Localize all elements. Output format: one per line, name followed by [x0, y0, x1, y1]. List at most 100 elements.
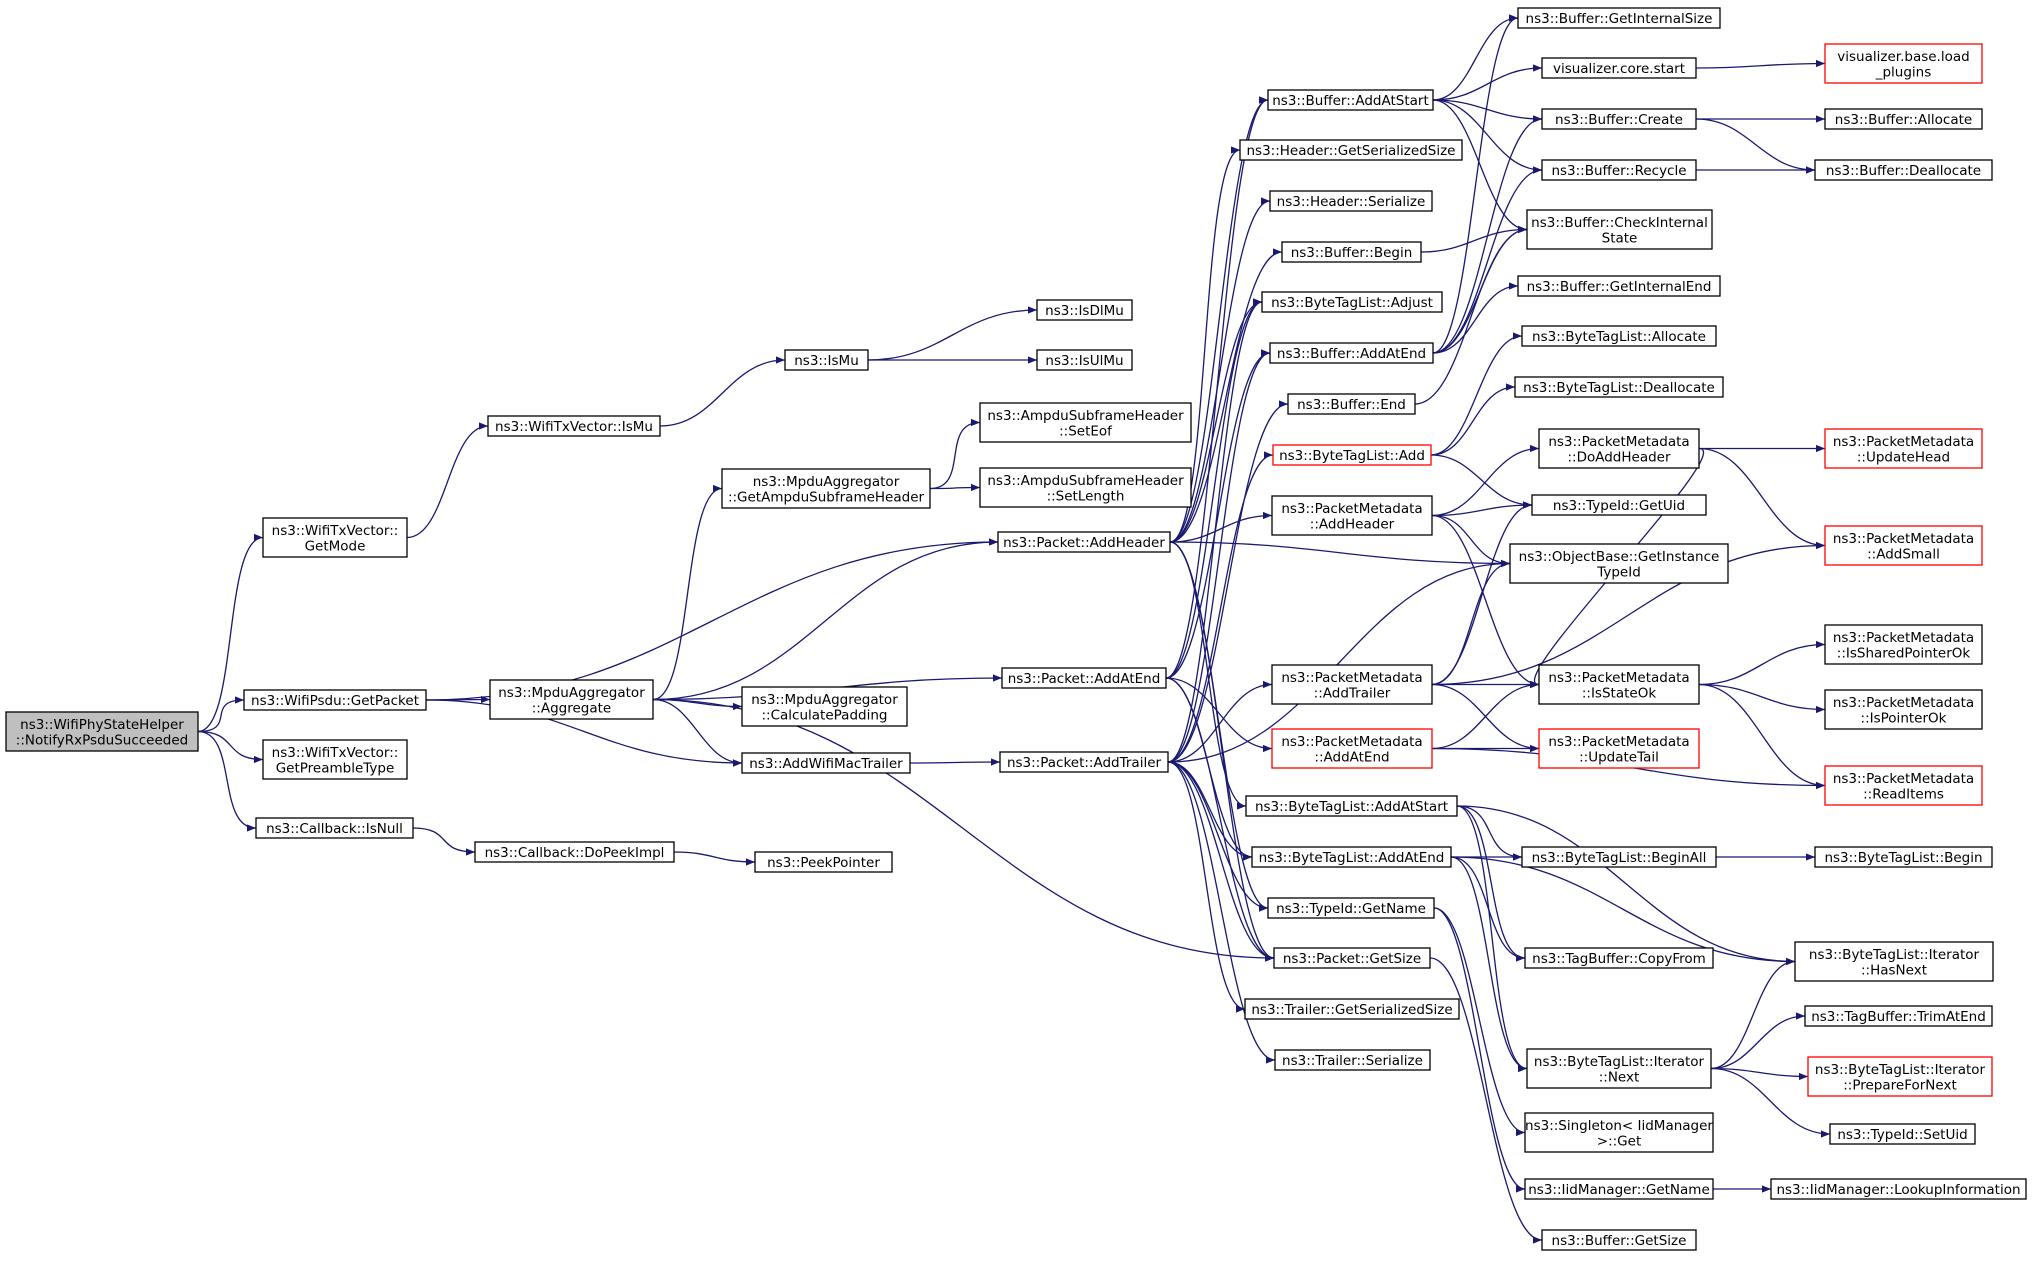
node-pm-add-small[interactable]: ns3::PacketMetadata::AddSmall [1824, 525, 1983, 566]
node-singleton-get[interactable]: ns3::Singleton< IidManager>::Get [1524, 1112, 1714, 1153]
node-label: ns3::ByteTagList::Begin [1824, 850, 1982, 866]
edge-pktAddTrailer-to-pktGetSize [1167, 761, 1275, 962]
node-hdr-ser-size[interactable]: ns3::Header::GetSerializedSize [1239, 139, 1463, 161]
node-buf-add-at-end[interactable]: ns3::Buffer::AddAtEnd [1269, 342, 1434, 364]
node-pm-add-at-end[interactable]: ns3::PacketMetadata::AddAtEnd [1271, 728, 1433, 769]
node-buf-get-size[interactable]: ns3::Buffer::GetSize [1541, 1229, 1697, 1251]
node-viz-start[interactable]: visualizer.core.start [1541, 57, 1697, 79]
edge-aggregate-to-pktAddHeader [652, 538, 999, 701]
node-viz-load[interactable]: visualizer.base.load_plugins [1824, 43, 1983, 84]
node-aggregate[interactable]: ns3::MpduAggregator::Aggregate [489, 679, 654, 720]
node-buf-allocate[interactable]: ns3::Buffer::Allocate [1824, 108, 1983, 130]
node-buf-create[interactable]: ns3::Buffer::Create [1541, 108, 1697, 130]
node-tid-get-uid[interactable]: ns3::TypeId::GetUid [1531, 494, 1707, 516]
node-pm-add-trailer[interactable]: ns3::PacketMetadata::AddTrailer [1271, 664, 1433, 705]
node-cb-peek[interactable]: ns3::Callback::DoPeekImpl [474, 841, 675, 863]
node-get-ampdu-hdr[interactable]: ns3::MpduAggregator::GetAmpduSubframeHea… [721, 468, 931, 509]
node-btl-iter-prep[interactable]: ns3::ByteTagList::Iterator::PrepareForNe… [1807, 1056, 1993, 1097]
edge-bufBegin-to-bufCheck [1420, 225, 1528, 253]
node-buf-end[interactable]: ns3::Buffer::End [1287, 393, 1416, 415]
node-label: ns3::Buffer::CheckInternal [1531, 215, 1708, 231]
node-pkt-add-at-end[interactable]: ns3::Packet::AddAtEnd [1001, 667, 1167, 689]
edge-bufAddAtStart-to-bufRecycle [1432, 99, 1543, 174]
node-pkt-add-trailer[interactable]: ns3::Packet::AddTrailer [999, 751, 1169, 773]
node-pm-read-items[interactable]: ns3::PacketMetadata::ReadItems [1824, 765, 1983, 806]
node-peek-ptr[interactable]: ns3::PeekPointer [754, 851, 893, 873]
node-tb-copy-from[interactable]: ns3::TagBuffer::CopyFrom [1524, 947, 1714, 969]
node-pkt-add-header[interactable]: ns3::Packet::AddHeader [997, 531, 1171, 553]
node-cb-is-null[interactable]: ns3::Callback::IsNull [255, 817, 414, 839]
node-iid-lookup[interactable]: ns3::IidManager::LookupInformation [1770, 1178, 2027, 1200]
node-box [1036, 349, 1133, 371]
node-label: ::NotifyRxPsduSucceeded [16, 732, 188, 748]
node-btl-iter-next[interactable]: ns3::ByteTagList::Iterator::Next [1526, 1048, 1712, 1089]
node-label: ns3::Buffer::GetInternalEnd [1527, 279, 1712, 295]
node-buf-recycle[interactable]: ns3::Buffer::Recycle [1541, 159, 1697, 181]
node-buf-add-at-start[interactable]: ns3::Buffer::AddAtStart [1267, 89, 1434, 111]
node-pm-is-pointer[interactable]: ns3::PacketMetadata::IsPointerOk [1824, 689, 1983, 730]
node-btl-deallocate[interactable]: ns3::ByteTagList::Deallocate [1514, 376, 1724, 398]
node-box [1281, 241, 1422, 263]
node-pm-update-head[interactable]: ns3::PacketMetadata::UpdateHead [1824, 428, 1983, 469]
node-box [1824, 43, 1983, 84]
node-buf-get-int-end[interactable]: ns3::Buffer::GetInternalEnd [1517, 275, 1721, 297]
node-tb-trim[interactable]: ns3::TagBuffer::TrimAtEnd [1804, 1005, 1993, 1027]
node-box [1514, 376, 1724, 398]
node-btl-iter-has-next[interactable]: ns3::ByteTagList::Iterator::HasNext [1794, 941, 1994, 982]
node-pm-update-tail[interactable]: ns3::PacketMetadata::UpdateTail [1538, 728, 1700, 769]
node-btl-add[interactable]: ns3::ByteTagList::Add [1272, 444, 1432, 466]
node-trl-ser-size[interactable]: ns3::Trailer::GetSerializedSize [1244, 998, 1460, 1020]
node-btl-allocate[interactable]: ns3::ByteTagList::Allocate [1521, 325, 1717, 347]
node-trl-serialize[interactable]: ns3::Trailer::Serialize [1274, 1049, 1431, 1071]
node-box [1271, 728, 1433, 769]
node-tid-get-name[interactable]: ns3::TypeId::GetName [1267, 897, 1435, 919]
edge-pktAddAtEnd-to-bufAddAtEnd [1165, 349, 1271, 679]
node-is-mu[interactable]: ns3::IsMu [784, 349, 869, 371]
node-txv-is-mu[interactable]: ns3::WifiTxVector::IsMu [487, 415, 661, 437]
node-set-eof[interactable]: ns3::AmpduSubframeHeader::SetEof [979, 402, 1192, 443]
edge-psduGetPacket-to-pktAddHeader [425, 538, 999, 701]
node-is-dl-mu[interactable]: ns3::IsDlMu [1036, 299, 1133, 321]
node-txv-get-mode[interactable]: ns3::WifiTxVector::GetMode [262, 517, 408, 558]
node-box [1261, 291, 1443, 313]
node-root[interactable]: ns3::WifiPhyStateHelper::NotifyRxPsduSuc… [5, 711, 199, 752]
node-psdu-get-packet[interactable]: ns3::WifiPsdu::GetPacket [243, 689, 427, 711]
node-btl-add-at-start[interactable]: ns3::ByteTagList::AddAtStart [1245, 795, 1458, 817]
node-iid-get-name[interactable]: ns3::IidManager::GetName [1524, 1178, 1714, 1200]
node-buf-begin[interactable]: ns3::Buffer::Begin [1281, 241, 1422, 263]
node-btl-add-at-end[interactable]: ns3::ByteTagList::AddAtEnd [1251, 846, 1452, 868]
node-pm-is-state-ok[interactable]: ns3::PacketMetadata::IsStateOk [1538, 664, 1700, 705]
node-label: ::IsSharedPointerOk [1837, 645, 1971, 661]
node-is-ul-mu[interactable]: ns3::IsUlMu [1036, 349, 1133, 371]
node-pkt-get-size[interactable]: ns3::Packet::GetSize [1273, 947, 1431, 969]
node-calc-pad[interactable]: ns3::MpduAggregator::CalculatePadding [741, 686, 908, 727]
node-btl-begin-all[interactable]: ns3::ByteTagList::BeginAll [1521, 846, 1717, 868]
node-btl-adjust[interactable]: ns3::ByteTagList::Adjust [1261, 291, 1443, 313]
node-add-wifi-mac[interactable]: ns3::AddWifiMacTrailer [741, 752, 911, 774]
node-box [979, 402, 1192, 443]
node-label: ::AddSmall [1867, 546, 1940, 562]
node-pm-do-add-header[interactable]: ns3::PacketMetadata::DoAddHeader [1538, 428, 1700, 469]
node-hdr-serialize[interactable]: ns3::Header::Serialize [1269, 190, 1433, 212]
node-pm-add-header[interactable]: ns3::PacketMetadata::AddHeader [1271, 495, 1433, 536]
node-label: ns3::ByteTagList::Deallocate [1523, 380, 1715, 396]
node-label: ::IsPointerOk [1861, 710, 1947, 726]
node-box [1807, 1056, 1993, 1097]
node-label: ns3::TypeId::GetUid [1553, 498, 1685, 514]
node-tid-set-uid[interactable]: ns3::TypeId::SetUid [1829, 1123, 1976, 1145]
node-buf-deallocate[interactable]: ns3::Buffer::Deallocate [1814, 159, 1993, 181]
node-box [1526, 1048, 1712, 1089]
node-pm-is-shared[interactable]: ns3::PacketMetadata::IsSharedPointerOk [1824, 624, 1983, 665]
node-set-length[interactable]: ns3::AmpduSubframeHeader::SetLength [979, 467, 1192, 508]
node-label: ::CalculatePadding [762, 707, 888, 723]
node-label: ns3::Buffer::GetSize [1552, 1233, 1687, 1249]
node-label: ns3::Header::Serialize [1277, 194, 1426, 210]
node-txv-preamble[interactable]: ns3::WifiTxVector::GetPreambleType [262, 739, 408, 780]
edge-root-to-psduGetPacket [197, 696, 245, 733]
node-btl-begin[interactable]: ns3::ByteTagList::Begin [1814, 846, 1993, 868]
node-buf-get-int-size[interactable]: ns3::Buffer::GetInternalSize [1517, 7, 1721, 29]
node-label: ::PrepareForNext [1843, 1077, 1957, 1093]
nodes-layer: ns3::WifiPhyStateHelper::NotifyRxPsduSuc… [5, 7, 2027, 1251]
